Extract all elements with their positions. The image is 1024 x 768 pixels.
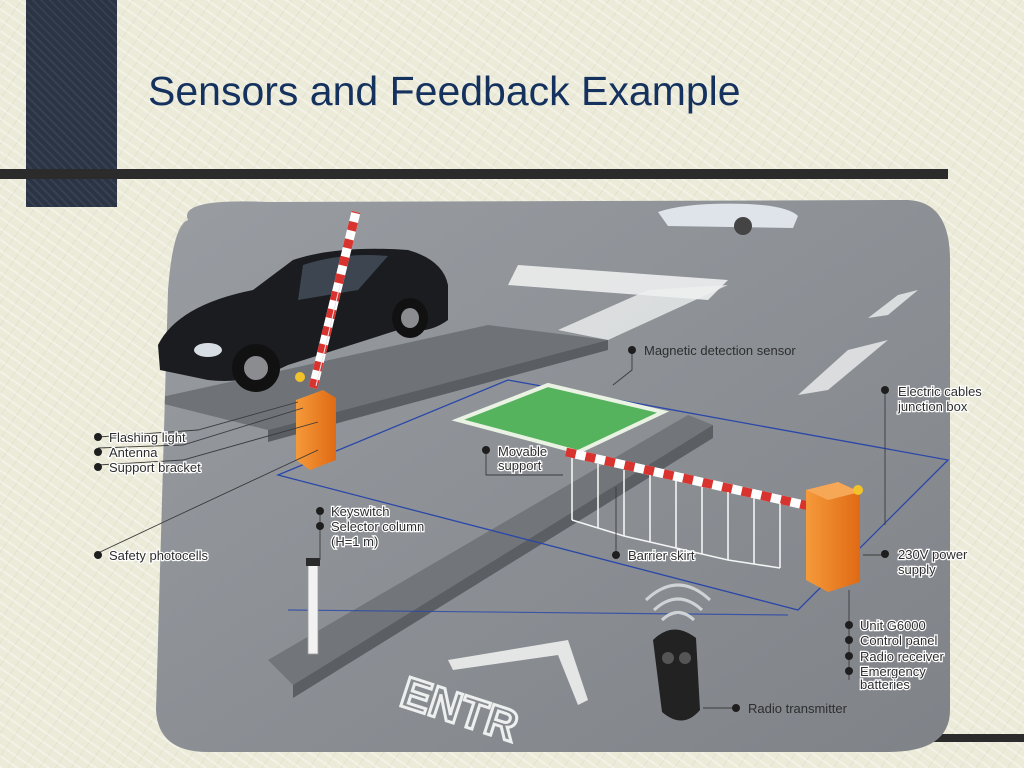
label-support-bracket: Support bracket (109, 460, 201, 475)
label-antenna: Antenna (109, 445, 158, 460)
label-electric-cables: Electric cables (898, 384, 982, 399)
label-flashing-light: Flashing light (109, 430, 186, 445)
parking-barrier-diagram: ENTR (94, 200, 984, 752)
label-radio-transmitter: Radio transmitter (748, 701, 848, 716)
lowered-barrier-with-skirt (565, 447, 819, 569)
selector-column (306, 558, 320, 655)
raised-barrier-arm (308, 210, 361, 390)
label-movable: Movable (498, 444, 547, 459)
label-unit-g6000: Unit G6000 (860, 618, 926, 633)
label-selector-column: Selector column (331, 519, 424, 534)
label-230v-power: 230V power (898, 547, 968, 562)
label-keyswitch: Keyswitch (331, 504, 390, 519)
label-support: support (498, 458, 542, 473)
left-barrier-unit (295, 372, 336, 470)
label-magnetic-detection-sensor: Magnetic detection sensor (644, 343, 796, 358)
title-divider-rule (0, 169, 948, 179)
label-safety-photocells: Safety photocells (109, 548, 209, 563)
radio-transmitter-illustration (644, 583, 712, 721)
label-junction-box: junction box (897, 399, 968, 414)
label-supply: supply (898, 562, 936, 577)
magnetic-sensor-pad (451, 382, 670, 455)
label-bullets (94, 346, 889, 712)
slide-title: Sensors and Feedback Example (148, 68, 741, 114)
label-batteries: batteries (860, 677, 910, 692)
right-barrier-unit (806, 482, 863, 592)
distant-car-illustration (658, 203, 798, 235)
leader-lines (97, 350, 886, 709)
label-radio-receiver: Radio receiver (860, 649, 944, 664)
label-control-panel: Control panel (860, 633, 937, 648)
label-barrier-skirt: Barrier skirt (628, 548, 695, 563)
label-selector-height: (H=1 m) (331, 534, 378, 549)
label-emergency: Emergency (860, 664, 926, 679)
